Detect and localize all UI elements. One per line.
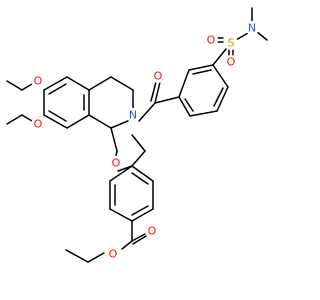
atom-O_meo_bot: O: [31, 117, 45, 131]
bond: [131, 205, 149, 216]
atom-labels: O O N O S O O N: [31, 21, 259, 261]
atom-symbol: O: [34, 118, 43, 131]
structure-canvas: O O N O S O O N: [6, 7, 268, 263]
atom-O_ester: O: [106, 247, 120, 261]
bond: [6, 114, 23, 125]
atom-O_sulf_bottom: O: [224, 55, 238, 69]
atom-symbol: O: [109, 248, 118, 261]
bond: [150, 81, 157, 102]
atom-symbol: O: [148, 225, 157, 238]
atom-symbol: O: [207, 34, 216, 47]
bond: [131, 172, 149, 185]
bond: [115, 150, 118, 157]
bond: [88, 76, 112, 91]
bond: [131, 233, 146, 242]
atom-symbol: N: [248, 22, 256, 35]
bond: [43, 114, 68, 129]
bond: [88, 114, 112, 129]
bond: [87, 252, 105, 263]
bond: [188, 64, 214, 71]
bond: [184, 98, 194, 112]
bond: [110, 120, 129, 129]
bonds: [6, 7, 268, 263]
bond: [192, 69, 212, 75]
bond: [189, 110, 218, 117]
bond: [66, 114, 90, 129]
bond: [154, 81, 161, 104]
atom-S_sulfonyl: S: [224, 36, 238, 50]
atom-symbol: S: [228, 37, 235, 50]
bond: [132, 235, 147, 245]
bond: [213, 87, 224, 107]
bond: [212, 48, 227, 66]
atom-symbol: O: [112, 157, 121, 170]
bond: [212, 64, 229, 88]
bond: [48, 83, 67, 95]
bond: [6, 80, 23, 91]
atom-symbol: O: [34, 75, 43, 88]
bond: [178, 96, 191, 117]
bond: [131, 134, 146, 152]
atom-O_ester_carbonyl: O: [145, 224, 159, 238]
bond: [65, 249, 89, 263]
bond: [138, 102, 156, 122]
bond: [110, 76, 134, 91]
atom-symbol: O: [227, 56, 236, 69]
bond: [131, 165, 154, 182]
atom-N_dimethyl: N: [245, 21, 259, 35]
atom-O_carbonyl_amide: O: [151, 69, 165, 83]
atom-N_ring: N: [126, 108, 140, 122]
atom-symbol: O: [154, 70, 163, 83]
bond: [131, 208, 154, 222]
bond: [255, 30, 268, 41]
bond: [21, 114, 33, 122]
bond: [178, 69, 190, 98]
bond: [154, 96, 180, 104]
atom-symbol: N: [129, 109, 137, 122]
atom-O_meo_top: O: [31, 74, 45, 88]
atom-O_sulf_left: O: [204, 33, 218, 47]
bond: [48, 110, 67, 122]
bond: [21, 83, 33, 91]
bond: [66, 76, 90, 91]
bond: [131, 150, 146, 167]
bond: [121, 240, 133, 250]
bond: [43, 76, 68, 91]
atom-O_ether: O: [109, 156, 123, 170]
bond: [109, 165, 133, 182]
bond: [235, 32, 249, 41]
bond: [110, 127, 118, 152]
bond: [109, 208, 133, 222]
bond: [216, 86, 229, 112]
molecule-structure: O O N O S O O N: [6, 7, 268, 263]
